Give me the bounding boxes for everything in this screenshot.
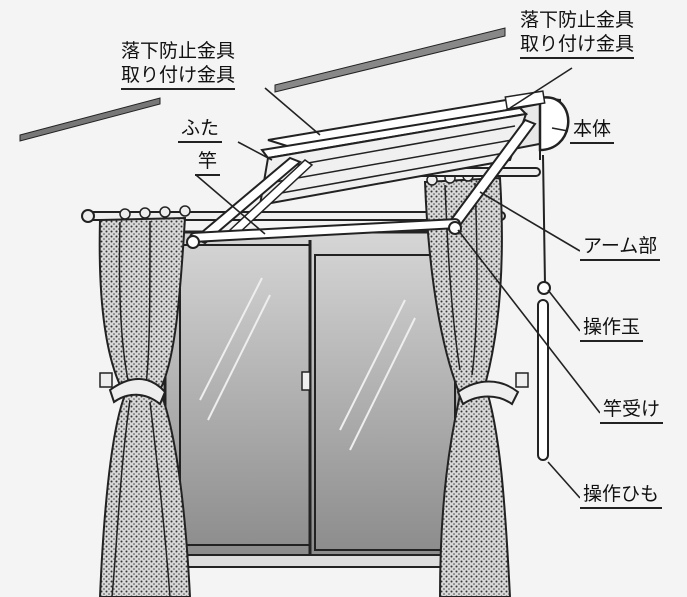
label-pole-receiver: 竿受け bbox=[600, 398, 664, 424]
leader-lines bbox=[195, 67, 601, 499]
label-pole: 竿 bbox=[195, 150, 221, 176]
operation-ball bbox=[537, 281, 551, 295]
label-lid: ふた bbox=[178, 117, 223, 143]
label-line: 取り付け金具 bbox=[121, 64, 236, 90]
pole bbox=[186, 218, 462, 249]
window bbox=[149, 230, 481, 568]
label-fall-prevention-bracket-left: 落下防止金具 取り付け金具 bbox=[121, 40, 236, 90]
operation-cord bbox=[537, 154, 551, 461]
label-arm: アーム部 bbox=[580, 235, 661, 261]
label-line: 落下防止金具 bbox=[520, 9, 635, 31]
label-operation-cord: 操作ひも bbox=[580, 483, 663, 509]
ceiling-lines bbox=[19, 27, 506, 142]
label-operation-ball: 操作玉 bbox=[580, 316, 644, 342]
label-fall-prevention-bracket-right: 落下防止金具 取り付け金具 bbox=[520, 9, 635, 59]
label-body: 本体 bbox=[570, 118, 615, 144]
right-curtain bbox=[423, 168, 529, 597]
label-line: 落下防止金具 bbox=[121, 40, 236, 62]
curtain-rod bbox=[81, 205, 506, 223]
left-curtain bbox=[98, 216, 192, 597]
label-line: 取り付け金具 bbox=[520, 33, 635, 59]
